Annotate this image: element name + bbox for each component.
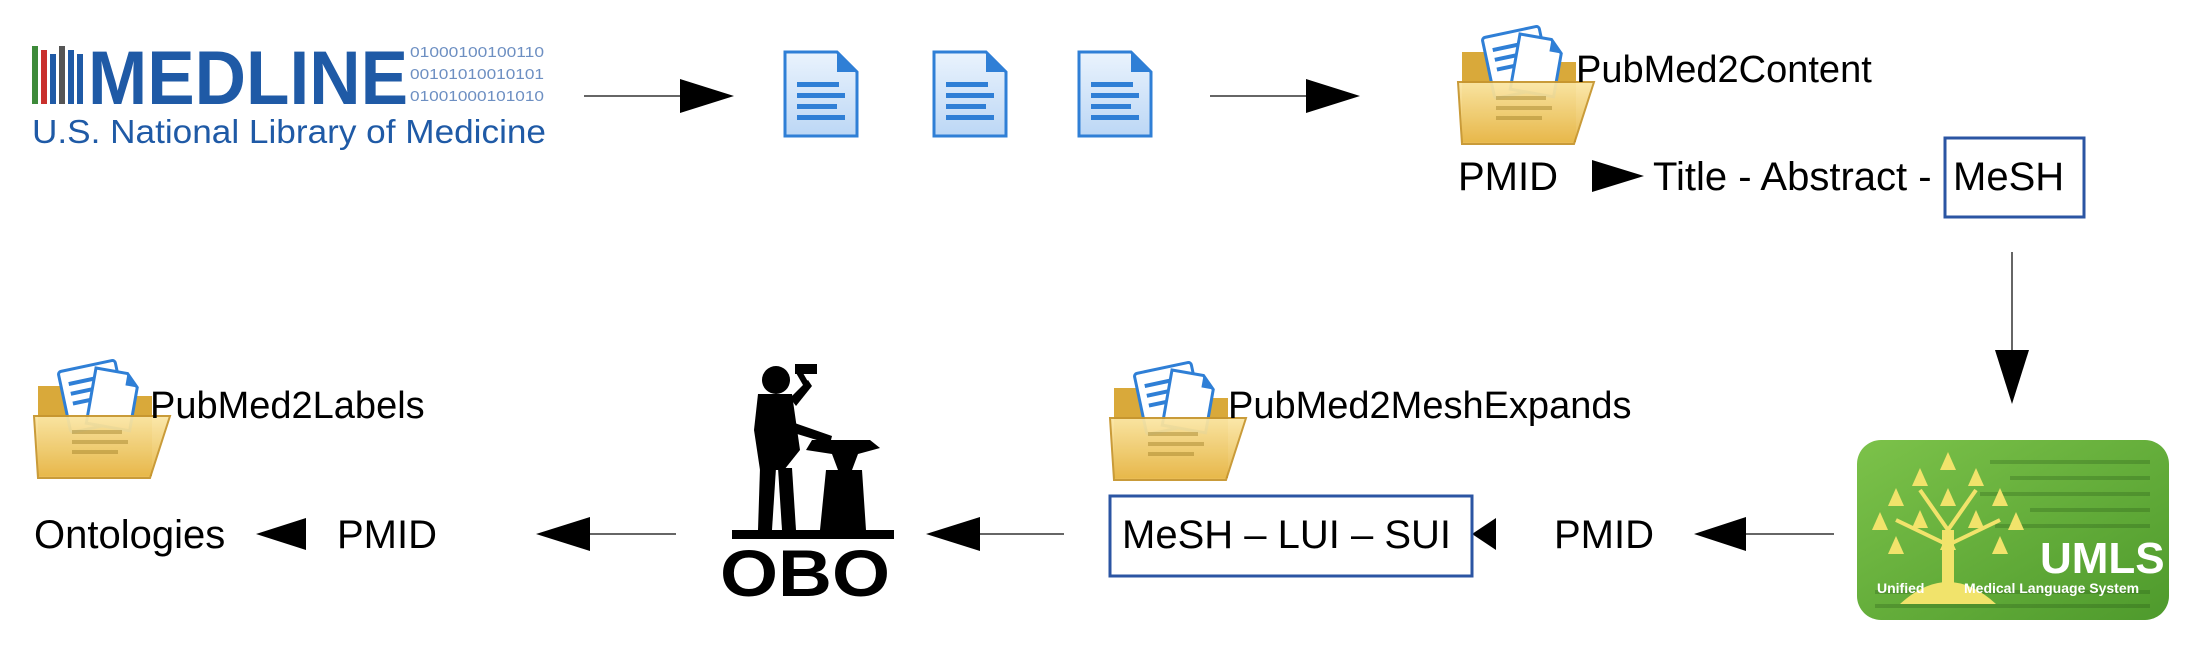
pubmed2labels-node: PubMed2Labels bbox=[32, 358, 425, 480]
medline-binary-line-1: 01000100100110 bbox=[410, 44, 544, 61]
arrow-documents-to-pubmed2content bbox=[1210, 79, 1360, 113]
pmid-label-top: PMID bbox=[1458, 155, 1558, 199]
pubmed2labels-label: PubMed2Labels bbox=[150, 385, 425, 427]
medline-wordmark: MEDLINE bbox=[88, 36, 408, 121]
mesh-lui-sui-box: MeSH – LUI – SUI bbox=[1108, 494, 1474, 578]
arrow-medline-to-documents bbox=[584, 79, 734, 113]
pubmed2content-fields: PMID Title - Abstract - MeSH bbox=[1458, 136, 2086, 219]
arrow-pmid-to-ontologies bbox=[256, 518, 306, 550]
document-icons bbox=[783, 50, 1153, 138]
pmid-label-middle: PMID bbox=[1554, 513, 1654, 557]
document-icon bbox=[783, 50, 859, 138]
arrow-umls-to-pmid bbox=[1694, 517, 1834, 551]
arrow-mesh-to-obo bbox=[926, 517, 1064, 551]
pubmed2meshexpands-node: PubMed2MeshExpands bbox=[1108, 360, 1631, 482]
pmid-label-left: PMID bbox=[337, 513, 437, 557]
arrow-obo-to-pmid bbox=[536, 517, 676, 551]
umls-caption-right: Medical Language System bbox=[1964, 580, 2139, 596]
blacksmith-icon bbox=[732, 364, 894, 539]
mesh-lui-sui-label: MeSH – LUI – SUI bbox=[1122, 513, 1451, 557]
medline-binary-line-3: 01001000101010 bbox=[410, 88, 544, 105]
obo-wordmark: OBO bbox=[720, 536, 890, 610]
umls-caption-left: Unified bbox=[1877, 580, 1924, 596]
medline-binary-line-2: 00101010010101 bbox=[410, 66, 544, 83]
folder-icon bbox=[1108, 360, 1248, 482]
ontologies-label: Ontologies bbox=[34, 513, 225, 557]
umls-logo: UMLS Unified Medical Language System bbox=[1857, 440, 2169, 620]
tree-icon bbox=[1872, 452, 2024, 604]
arrow-pmid-to-title bbox=[1592, 160, 1644, 192]
mesh-label-top: MeSH bbox=[1953, 155, 2064, 199]
medline-subtitle: U.S. National Library of Medicine bbox=[32, 113, 546, 150]
document-icon bbox=[1077, 50, 1153, 138]
arrow-mesh-to-umls bbox=[1995, 252, 2029, 404]
pubmed2content-label: PubMed2Content bbox=[1576, 49, 1872, 91]
umls-wordmark: UMLS bbox=[2040, 534, 2165, 583]
folder-icon bbox=[1456, 24, 1596, 146]
arrow-pmid-to-mesh-lui-sui bbox=[1472, 518, 1496, 550]
obo-logo: OBO bbox=[720, 364, 894, 610]
pubmed2content-node: PubMed2Content bbox=[1456, 24, 1872, 146]
medline-logo: MEDLINE 01000100100110 00101010010101 01… bbox=[32, 36, 546, 150]
pubmed2meshexpands-label: PubMed2MeshExpands bbox=[1228, 385, 1631, 427]
title-abstract-label: Title - Abstract - bbox=[1653, 155, 1932, 199]
document-icon bbox=[932, 50, 1008, 138]
mesh-box-top bbox=[1943, 136, 2086, 219]
